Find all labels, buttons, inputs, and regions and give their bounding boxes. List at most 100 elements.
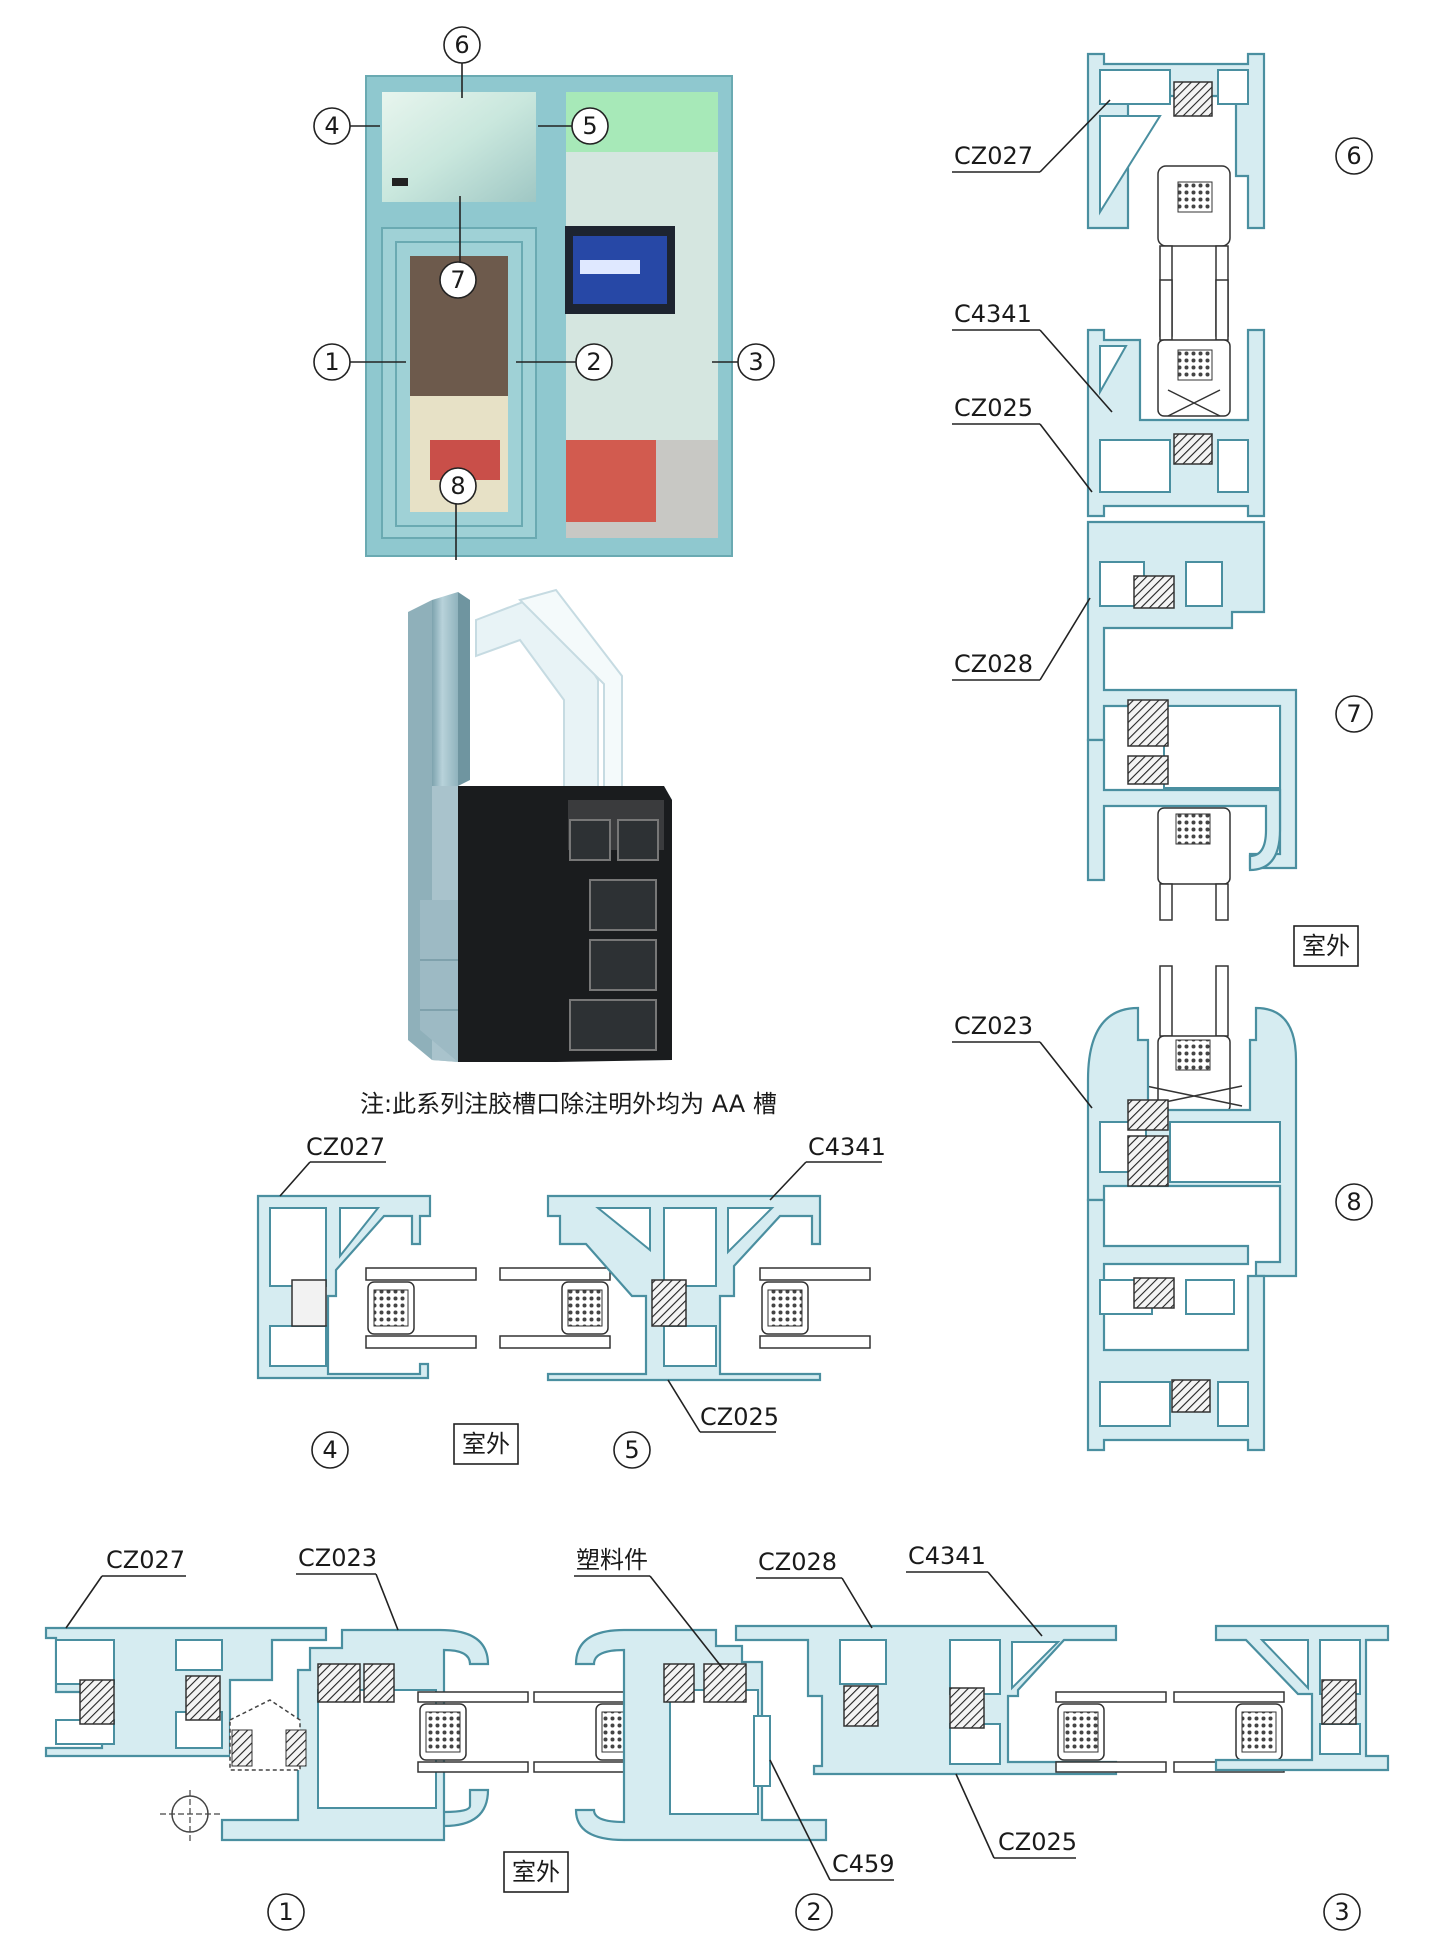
section-6-number-circle: [1335, 137, 1373, 175]
leader-c4341-s5: [769, 1161, 807, 1201]
part-c459: [753, 1715, 771, 1787]
leader-cz025-s2: [955, 1773, 995, 1859]
label-cz027-s1: CZ027: [106, 1546, 185, 1574]
gasket-s3: [1321, 1679, 1357, 1725]
glazing-unit-s1: [417, 1691, 529, 1773]
gasket-s7-b: [1133, 575, 1175, 609]
leader-cz025-s7: [1039, 423, 1093, 493]
leader-cz027-s1: [65, 1575, 103, 1629]
callout-2-circle: [575, 343, 613, 381]
glazing-unit-s2-right: [1055, 1691, 1167, 1773]
callout-4-label: 4: [324, 112, 339, 140]
gasket-s2-c: [843, 1685, 879, 1727]
gasket-s6: [1173, 81, 1213, 117]
callout-5-circle: [571, 107, 609, 145]
gasket-s1-d: [363, 1663, 395, 1703]
profile-sash-section2: [574, 1628, 828, 1842]
gasket-s8-d: [1171, 1379, 1211, 1413]
label-c4341-s7: C4341: [954, 300, 1032, 328]
leader-cz025-s5: [667, 1379, 701, 1433]
callout-5-label: 5: [582, 112, 597, 140]
callout-2-label: 2: [586, 348, 601, 376]
profile-c4341-cz025-section7: [1086, 328, 1266, 518]
label-cz027-s6: CZ027: [954, 142, 1033, 170]
gasket-s7-d: [1127, 755, 1169, 785]
label-cz025-s5: CZ025: [700, 1403, 779, 1431]
outdoor-box-s45: [453, 1423, 519, 1465]
section-6-number: 6: [1346, 142, 1361, 170]
section-4-number-circle: [311, 1431, 349, 1469]
section-4-number: 4: [322, 1436, 337, 1464]
glazing-unit-s7-bottom: [1157, 807, 1231, 921]
section-3-number-circle: [1323, 1893, 1361, 1931]
gasket-s8-c: [1133, 1277, 1175, 1309]
series-note: 注:此系列注胶槽口除注明外均为 AA 槽: [360, 1090, 777, 1118]
leader-c4341-s2: [987, 1571, 1043, 1637]
section-2-number-circle: [795, 1893, 833, 1931]
label-cz025-s7: CZ025: [954, 394, 1033, 422]
section-5-number: 5: [624, 1436, 639, 1464]
section-7-number-circle: [1335, 695, 1373, 733]
gasket-s8-b: [1127, 1135, 1169, 1187]
window-illustration: 6 4 5 7 1 2 3 8: [313, 26, 775, 560]
leader-cz027-s4: [279, 1161, 311, 1197]
glazing-unit-s7-top: [1157, 279, 1231, 417]
gasket-s2-d: [949, 1687, 985, 1729]
section-6-7-8: 室外 CZ027 C4341: [952, 52, 1373, 1452]
leader-cz027-s6: [1039, 99, 1111, 173]
label-cz023-s1: CZ023: [298, 1544, 377, 1572]
gasket-s7-a: [1173, 433, 1213, 465]
glazing-unit-section4: [365, 1267, 477, 1349]
callout-6-label: 6: [454, 31, 469, 59]
gasket-s2-b: [703, 1663, 747, 1703]
profile-cz027-section6: [1086, 52, 1266, 230]
hardware-s1: [160, 1699, 307, 1842]
callout-3-circle: [737, 343, 775, 381]
callout-7-label: 7: [450, 266, 465, 294]
profile-sill-s8: [1086, 1198, 1266, 1452]
label-c459: C459: [832, 1850, 895, 1878]
leader-c459: [769, 1759, 831, 1881]
leader-cz023-s1: [375, 1573, 399, 1631]
gasket-s1-b: [185, 1675, 221, 1721]
section-2-number: 2: [806, 1898, 821, 1926]
callout-7-circle: [439, 261, 477, 299]
section-8-number-circle: [1335, 1183, 1373, 1221]
outdoor-label-s123: 室外: [512, 1858, 560, 1886]
section-3-number: 3: [1334, 1898, 1349, 1926]
callout-8-label: 8: [450, 472, 465, 500]
gasket-s1-c: [317, 1663, 361, 1703]
callout-1-circle: [313, 343, 351, 381]
leader-c4341-s7: [1039, 329, 1113, 413]
gasket-s7-c: [1127, 699, 1169, 747]
callout-1-label: 1: [324, 348, 339, 376]
section-1-number: 1: [278, 1898, 293, 1926]
section-8-number: 8: [1346, 1188, 1361, 1216]
section-1-number-circle: [267, 1893, 305, 1931]
glazing-unit-section5-left: [499, 1267, 611, 1349]
callout-6-circle: [443, 26, 481, 64]
outdoor-box-s123: [503, 1851, 569, 1893]
gasket-section4-a: [291, 1279, 327, 1327]
section-7-number: 7: [1346, 700, 1361, 728]
label-cz028-s7: CZ028: [954, 650, 1033, 678]
callout-3-label: 3: [748, 348, 763, 376]
gasket-s8-a: [1127, 1099, 1169, 1131]
profile-3d-render: [408, 588, 672, 1062]
glazing-unit-section5-right: [759, 1267, 871, 1349]
profile-sash-s7-bottom: [1086, 738, 1282, 882]
profile-cz027-section4: [256, 1194, 432, 1380]
outdoor-box-s678: [1293, 925, 1359, 967]
section-4-5: CZ027 C4341 CZ025 4 室外 5: [256, 1133, 886, 1469]
gasket-section5: [651, 1279, 687, 1327]
label-cz028-s2: CZ028: [758, 1548, 837, 1576]
outdoor-label-s678: 室外: [1302, 932, 1350, 960]
profile-cz023-section1: [220, 1628, 490, 1842]
gasket-s1-a: [79, 1679, 115, 1725]
label-plastic-part: 塑料件: [576, 1546, 648, 1574]
leader-cz028-s7: [1039, 597, 1091, 681]
leader-plastic-part: [649, 1575, 725, 1671]
callout-4-circle: [313, 107, 351, 145]
glazing-unit-s8: [1145, 965, 1243, 1113]
